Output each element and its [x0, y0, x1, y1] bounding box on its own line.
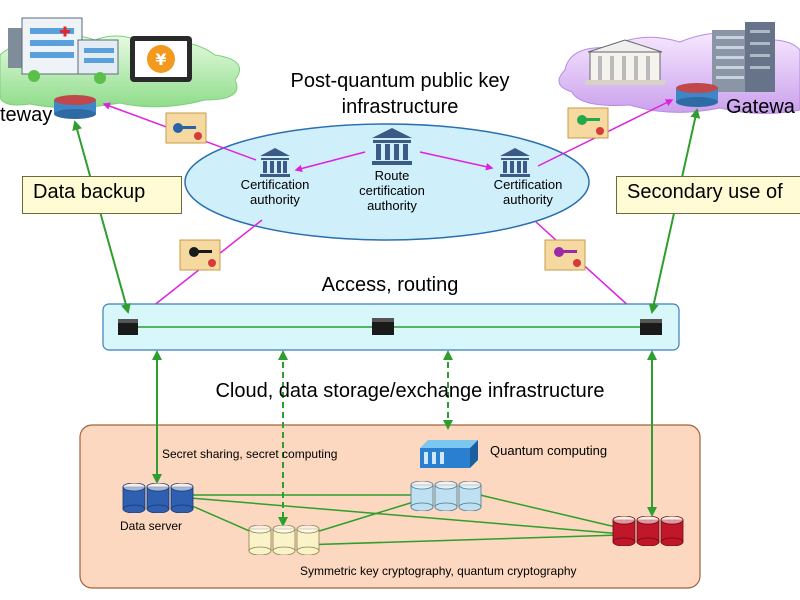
tablet-yen-icon: ¥ [130, 36, 192, 82]
certificate-green-key-icon [567, 107, 609, 139]
router-right-icon [676, 83, 718, 107]
quantum-computing-label: Quantum computing [490, 443, 608, 458]
quantum-computer-icon [420, 440, 478, 468]
switch-right-icon [640, 319, 662, 335]
pki-title-line1: Post-quantum public key [290, 70, 510, 92]
cream-server-icon [248, 525, 320, 555]
lightblue-server-icon [410, 481, 482, 511]
arrow-ca-to-right-node [535, 221, 644, 320]
pki-ellipse [184, 123, 590, 241]
access-routing-label: Access, routing [321, 274, 459, 296]
svg-text:¥: ¥ [155, 50, 166, 69]
switch-left-icon [118, 319, 138, 335]
certificate-black-key-icon [179, 239, 221, 271]
government-building-icon [585, 39, 665, 85]
certificate-purple-key-icon [544, 239, 586, 271]
certificate-blue-key-icon [165, 112, 207, 144]
switch-center-icon [372, 318, 394, 335]
secret-sharing-label: Secret sharing, secret computing [162, 447, 338, 461]
data-server-icon [122, 483, 194, 513]
server-mesh-lines [189, 494, 636, 546]
data-backup-callout: Data backup [22, 176, 182, 214]
secondary-use-callout: Secondary use of [616, 176, 800, 214]
router-left-icon [54, 95, 96, 119]
gateway-left-label: teway [0, 104, 53, 126]
cloud-infrastructure-label: Cloud, data storage/exchange infrastruct… [215, 380, 605, 402]
data-server-label: Data server [120, 519, 183, 533]
authority-right-icon [500, 148, 530, 177]
authority-left-icon [260, 148, 290, 177]
red-server-icon [612, 516, 684, 546]
root-authority-icon [372, 128, 412, 165]
symmetric-crypto-label: Symmetric key cryptography, quantum cryp… [300, 564, 577, 578]
gateway-right-label: Gatewa [726, 96, 795, 118]
arrow-root-to-right-ca [419, 151, 494, 171]
arrow-left-gateway-access [72, 120, 131, 314]
arrow-root-to-left-ca [294, 151, 366, 173]
storage-box [79, 424, 701, 589]
office-tower-icon [712, 22, 775, 92]
hospital-icon [8, 17, 119, 84]
pki-title-line2: infrastructure [341, 96, 459, 118]
